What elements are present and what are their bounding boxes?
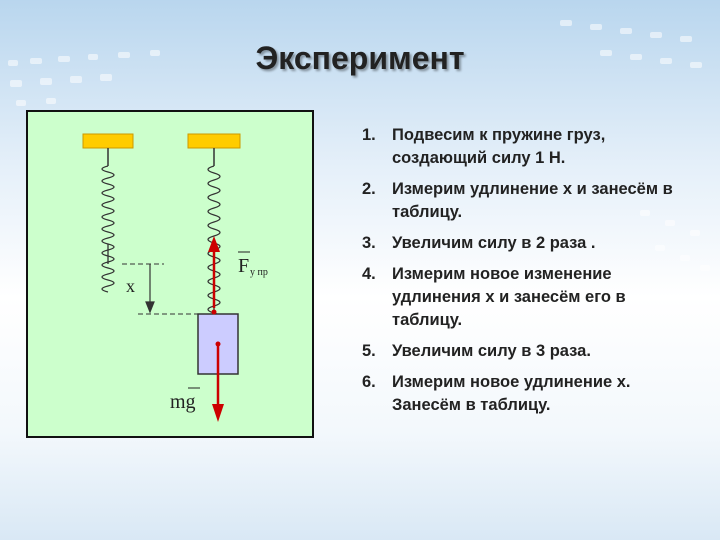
extension-arrow <box>145 264 155 314</box>
gravity-force-arrow <box>212 341 224 422</box>
extension-markers <box>122 263 208 315</box>
label-elastic-force-sub: у пр <box>250 267 268 278</box>
step-item: 1.Подвесим к пружине груз, создающий сил… <box>362 126 606 167</box>
label-elastic-force: F <box>238 255 249 277</box>
right-support <box>187 133 241 149</box>
step-item: 4.Измерим новое изменение удлинения х и … <box>362 265 626 329</box>
left-spring <box>101 165 115 293</box>
label-x: x <box>126 276 135 296</box>
left-support <box>82 133 134 149</box>
label-gravity: mg <box>170 391 196 413</box>
step-item: 2.Измерим удлинение х и занесём в таблиц… <box>362 180 673 221</box>
step-item: 6.Измерим новое удлинение х. Занесём в т… <box>362 373 631 414</box>
elastic-force-arrow <box>208 236 220 315</box>
slide-title: Эксперимент <box>255 40 465 76</box>
experiment-steps: 1.Подвесим к пружине груз, создающий сил… <box>356 124 696 425</box>
spring-experiment-figure: x F у пр mg <box>26 110 314 438</box>
step-item: 5.Увеличим силу в 3 раза. <box>362 342 591 360</box>
spring-diagram: x F у пр mg <box>82 133 268 422</box>
step-item: 3.Увеличим силу в 2 раза . <box>362 234 596 252</box>
